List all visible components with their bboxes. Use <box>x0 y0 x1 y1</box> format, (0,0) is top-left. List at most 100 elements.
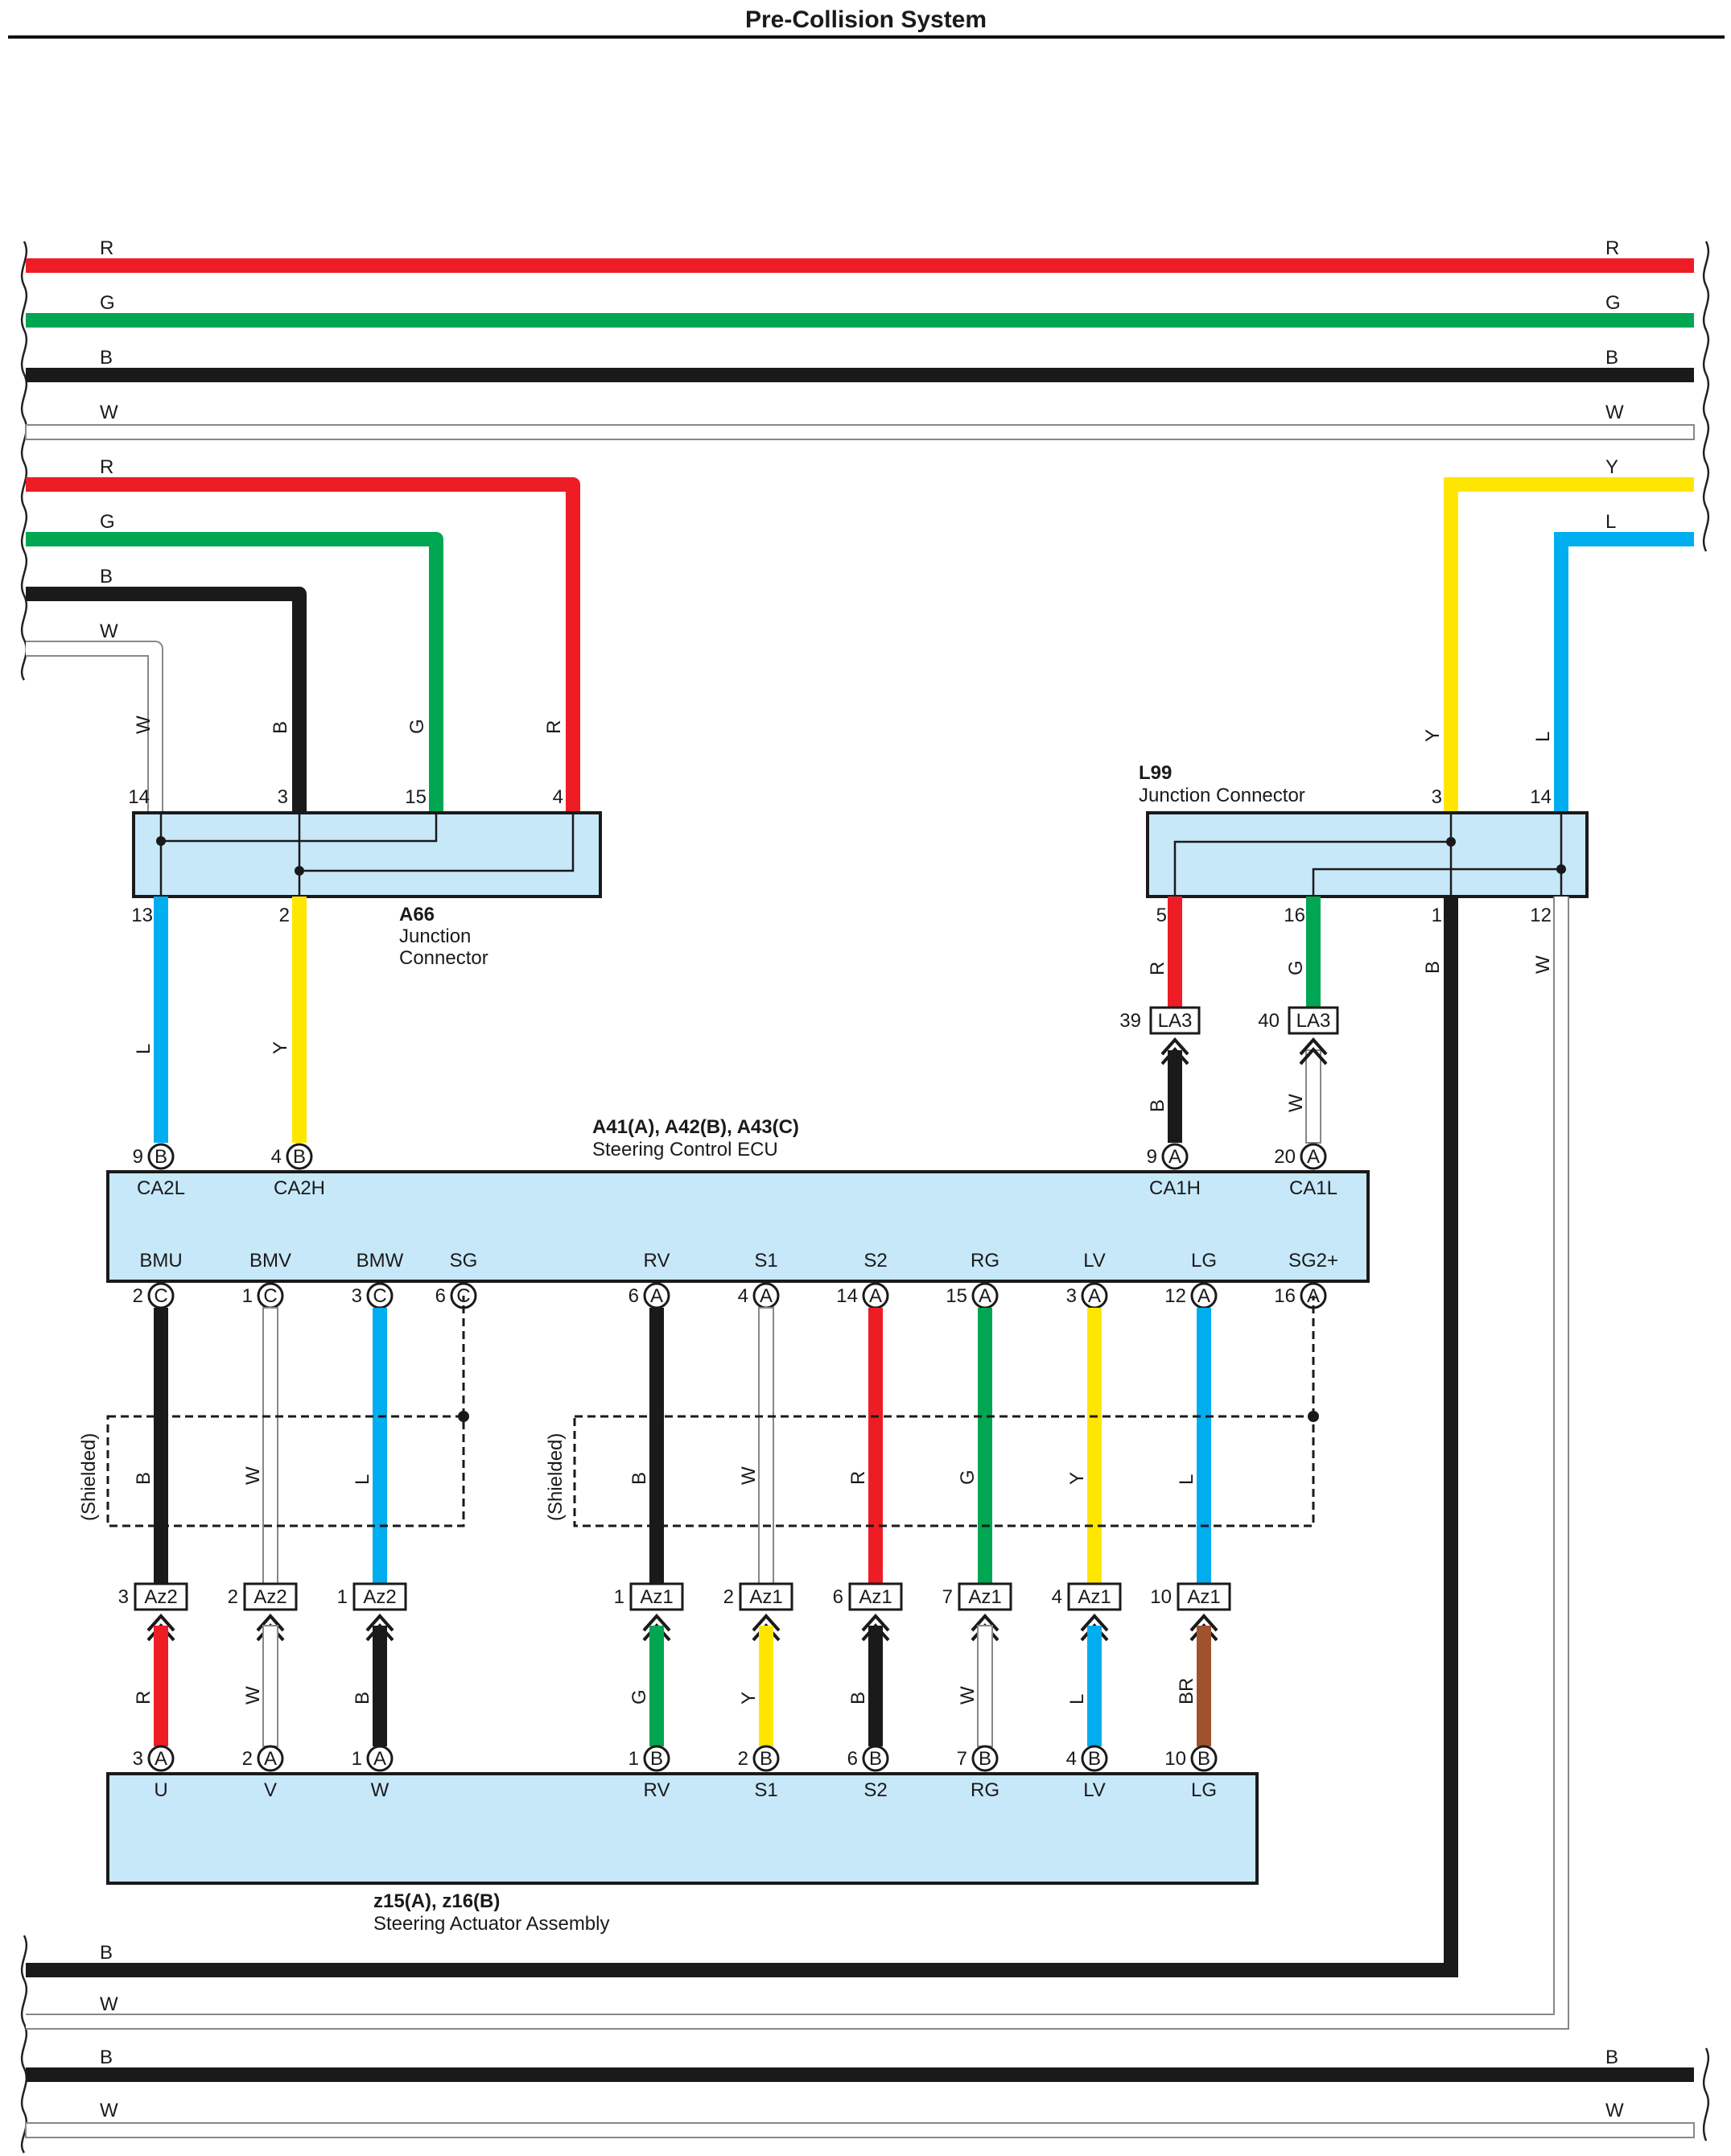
shield-box-motor <box>106 1415 465 1527</box>
svg-text:A: A <box>1168 1146 1181 1168</box>
svg-text:L: L <box>352 1474 373 1485</box>
svg-text:16: 16 <box>1274 1285 1296 1307</box>
svg-text:2: 2 <box>723 1586 734 1608</box>
svg-text:A: A <box>1197 1285 1210 1307</box>
svg-text:14: 14 <box>1530 786 1552 808</box>
svg-text:6: 6 <box>833 1586 843 1608</box>
bus-wire-w <box>25 424 1695 440</box>
svg-text:B: B <box>979 1748 991 1770</box>
svg-text:Y: Y <box>738 1692 760 1705</box>
svg-text:7: 7 <box>957 1748 967 1770</box>
svg-text:B: B <box>352 1692 373 1705</box>
svg-text:W: W <box>1605 2100 1624 2121</box>
svg-text:C: C <box>373 1285 386 1307</box>
ecu-pin-ca1h: A 9 CA1H <box>1147 1143 1201 1199</box>
svg-text:2: 2 <box>738 1748 748 1770</box>
svg-text:14: 14 <box>836 1285 858 1307</box>
svg-text:RG: RG <box>971 1250 999 1272</box>
top-bus-wires <box>25 258 1695 440</box>
svg-text:2: 2 <box>279 905 290 926</box>
svg-text:15: 15 <box>405 786 427 808</box>
la3-connector-40: LA3 40 <box>1258 1006 1339 1066</box>
l99-to-ecu-wires: R G B W <box>1147 897 1321 1144</box>
right-break-marks <box>1702 241 1710 2142</box>
svg-text:A: A <box>979 1285 991 1307</box>
l99-id: L99 <box>1139 762 1172 784</box>
svg-text:3: 3 <box>1066 1285 1077 1307</box>
svg-text:13: 13 <box>131 905 153 926</box>
actuator-pin-w: A1W <box>352 1745 394 1801</box>
svg-text:W: W <box>1285 1094 1307 1112</box>
svg-text:1: 1 <box>337 1586 348 1608</box>
svg-text:B: B <box>155 1146 167 1168</box>
ecu-pin-ca2h: B 4 CA2H <box>271 1143 325 1199</box>
svg-text:W: W <box>100 620 118 642</box>
svg-text:R: R <box>847 1471 869 1485</box>
svg-text:A: A <box>373 1748 386 1770</box>
svg-text:B: B <box>270 721 291 734</box>
a66-in-w <box>26 642 162 813</box>
actuator-body <box>106 1772 1259 1885</box>
a66-to-ecu-wires: L Y <box>133 897 307 1143</box>
actuator-pin-v: A2V <box>242 1745 284 1801</box>
svg-text:Az1: Az1 <box>1078 1586 1111 1608</box>
a66-name-2: Connector <box>399 947 488 969</box>
svg-text:1: 1 <box>242 1285 253 1307</box>
svg-text:B: B <box>100 566 113 587</box>
svg-text:16: 16 <box>1284 905 1305 926</box>
svg-text:Az2: Az2 <box>363 1586 396 1608</box>
svg-text:W: W <box>738 1466 760 1485</box>
l99-body <box>1146 811 1589 898</box>
svg-text:B: B <box>1605 2047 1618 2068</box>
actuator-id: z15(A), z16(B) <box>373 1890 500 1912</box>
az2-connector-1: Az2 1 <box>337 1582 407 1642</box>
svg-text:B: B <box>1422 961 1444 974</box>
svg-text:G: G <box>100 511 115 533</box>
svg-text:LA3: LA3 <box>1296 1010 1331 1032</box>
svg-text:RV: RV <box>644 1250 670 1272</box>
svg-text:R: R <box>100 237 113 259</box>
svg-text:1: 1 <box>352 1748 362 1770</box>
svg-text:7: 7 <box>942 1586 953 1608</box>
svg-text:B: B <box>100 1942 113 1964</box>
svg-text:Az2: Az2 <box>144 1586 177 1608</box>
svg-text:4: 4 <box>1052 1586 1062 1608</box>
actuator-name: Steering Actuator Assembly <box>373 1913 609 1935</box>
svg-text:W: W <box>1532 955 1554 974</box>
svg-text:Az1: Az1 <box>968 1586 1001 1608</box>
svg-text:A: A <box>760 1285 773 1307</box>
svg-text:B: B <box>760 1748 773 1770</box>
shield-junction-dot <box>1308 1411 1319 1422</box>
svg-text:6: 6 <box>435 1285 446 1307</box>
svg-text:4: 4 <box>738 1285 748 1307</box>
shield-junction-dot <box>458 1411 469 1422</box>
svg-text:BMW: BMW <box>357 1250 404 1272</box>
svg-text:LA3: LA3 <box>1158 1010 1193 1032</box>
svg-text:Y: Y <box>1605 456 1618 478</box>
l99-in-y <box>1444 477 1694 813</box>
svg-text:C: C <box>263 1285 277 1307</box>
svg-text:B: B <box>1605 347 1618 369</box>
svg-text:R: R <box>1605 237 1619 259</box>
shield-label: (Shielded) <box>545 1433 567 1521</box>
svg-text:G: G <box>957 1470 979 1485</box>
l99-ground-wires: B W B W <box>26 897 1569 2030</box>
a66-input-labels: R G B W W B G R <box>100 456 565 734</box>
svg-text:RV: RV <box>644 1779 670 1801</box>
svg-text:5: 5 <box>1156 905 1167 926</box>
svg-text:A: A <box>869 1285 882 1307</box>
bottom-bus-w <box>25 2122 1695 2138</box>
svg-text:3: 3 <box>133 1748 143 1770</box>
ecu-pin-ca1l: A 20 CA1L <box>1274 1143 1337 1199</box>
